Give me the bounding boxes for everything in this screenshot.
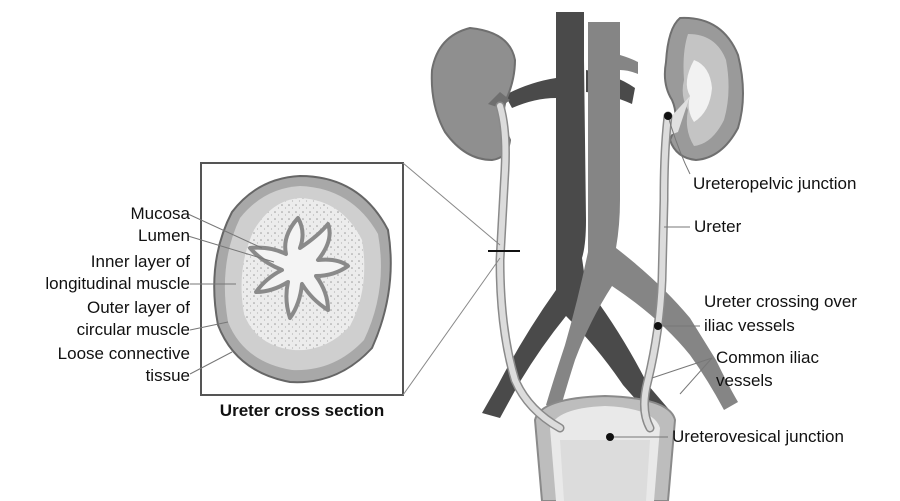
label-mucosa: Mucosa	[130, 204, 190, 224]
label-common-iliac-1: Common iliac	[716, 348, 819, 368]
label-ureter-crossing-2: iliac vessels	[704, 316, 795, 336]
label-ureter-crossing-1: Ureter crossing over	[704, 292, 857, 312]
bladder	[535, 396, 675, 501]
ureter-cross-section	[214, 176, 391, 382]
label-outer-layer-2: circular muscle	[77, 320, 190, 340]
label-loose-connective-2: tissue	[146, 366, 190, 386]
label-ureterovesical-junction: Ureterovesical junction	[672, 427, 844, 447]
label-loose-connective-1: Loose connective	[58, 344, 190, 364]
label-outer-layer-1: Outer layer of	[87, 298, 190, 318]
right-kidney-section	[662, 18, 743, 160]
label-inner-layer-2: longitudinal muscle	[45, 274, 190, 294]
label-lumen: Lumen	[138, 226, 190, 246]
label-ureteropelvic-junction: Ureteropelvic junction	[693, 174, 856, 194]
cross-section-caption: Ureter cross section	[201, 401, 403, 421]
projection-line-top	[403, 163, 500, 245]
label-inner-layer-1: Inner layer of	[91, 252, 190, 272]
label-ureter: Ureter	[694, 217, 741, 237]
label-common-iliac-2: vessels	[716, 371, 773, 391]
projection-line-bottom	[403, 258, 500, 395]
